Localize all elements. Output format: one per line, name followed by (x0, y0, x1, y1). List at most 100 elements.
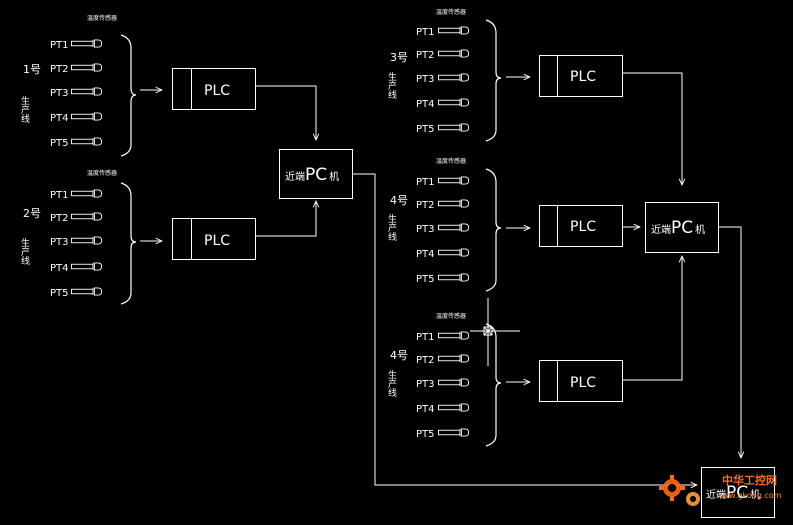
line-number: 4号 (390, 349, 408, 362)
watermark-title: 中华工控网 (722, 473, 777, 487)
sensor-icon (71, 63, 103, 72)
line-name: 生产线 (386, 213, 397, 241)
sensor-header: 温度传感器 (436, 312, 466, 320)
sensor-label-pt2: PT2 (50, 64, 69, 75)
sensor-icon (438, 73, 470, 82)
group-brace (485, 168, 502, 292)
sensor-group-3: 温度传感器 3号 生产线 PT1 PT2 PT3 PT4 PT5 (386, 8, 502, 142)
line-label: 4号 生产线 (386, 349, 408, 397)
line-label: 2号 生产线 (19, 207, 41, 265)
connector-arrow (622, 256, 682, 381)
line-number: 3号 (390, 51, 408, 64)
cad-crosshair-cursor (470, 298, 520, 366)
sensor-label-pt3: PT3 (416, 379, 435, 390)
connectors (255, 72, 741, 485)
line-number: 1号 (23, 63, 41, 76)
sensor-icon (71, 87, 103, 96)
sensor-icon (438, 331, 470, 340)
sensor-icon (438, 248, 470, 257)
sensor-label-pt2: PT2 (416, 355, 435, 366)
plc-label: PLC (204, 233, 230, 249)
sensor-label-pt5: PT5 (416, 274, 435, 285)
sensor-icon (71, 236, 103, 245)
connector-arrow (255, 201, 316, 237)
sensor-icon (71, 189, 103, 198)
sensor-label-pt4: PT4 (50, 263, 69, 274)
sensor-icon (438, 123, 470, 132)
sensor-label-pt1: PT1 (416, 27, 435, 38)
connector-arrow (352, 173, 697, 485)
sensor-label-pt4: PT4 (416, 404, 435, 415)
sensor-icon (71, 39, 103, 48)
sensor-icon (71, 212, 103, 221)
sensor-icon (438, 273, 470, 282)
sensor-icon (71, 287, 103, 296)
sensor-label-pt2: PT2 (416, 50, 435, 61)
plc-box-4: PLC (539, 205, 623, 247)
sensor-icon (71, 137, 103, 146)
group-brace (120, 34, 137, 157)
plc-box-3: PLC (539, 55, 623, 97)
line-label: 3号 生产线 (386, 51, 408, 99)
plc-box-2: PLC (172, 218, 256, 260)
sensor-label-pt5: PT5 (50, 288, 69, 299)
connector-arrow (718, 226, 741, 458)
sensor-label-pt1: PT1 (50, 190, 69, 201)
sensor-group-4: 温度传感器 4号 生产线 PT1 PT2 PT3 PT4 PT5 (386, 157, 502, 292)
sensor-group-5: 温度传感器 4号 生产线 PT1 PT2 PT3 PT4 PT5 (386, 298, 520, 447)
sensor-icon (438, 223, 470, 232)
sensor-label-pt5: PT5 (50, 138, 69, 149)
sensor-icon (438, 176, 470, 185)
plc-label: PLC (570, 69, 596, 85)
sensor-label-pt3: PT3 (416, 74, 435, 85)
sensor-group-2: 温度传感器 2号 生产线 PT1 PT2 PT3 PT4 PT5 (19, 169, 137, 305)
sensor-icon (438, 199, 470, 208)
sensor-icon (71, 262, 103, 271)
sensor-icon (438, 378, 470, 387)
sensor-label-pt4: PT4 (416, 249, 435, 260)
sensor-label-pt2: PT2 (416, 200, 435, 211)
plc-box-1: PLC (172, 68, 256, 110)
sensor-icon (438, 403, 470, 412)
group-brace (120, 182, 137, 305)
sensor-label-pt5: PT5 (416, 429, 435, 440)
gear-icon (686, 492, 700, 506)
connector-arrow (255, 85, 316, 140)
line-number: 4号 (390, 194, 408, 207)
plc-box-5: PLC (539, 360, 623, 402)
sensor-group-1: 温度传感器 1号 生产线 PT1 PT2 PT3 PT4 PT5 (19, 14, 137, 157)
sensor-icon (438, 26, 470, 35)
sensor-label-pt4: PT4 (416, 99, 435, 110)
sensor-label-pt1: PT1 (416, 332, 435, 343)
watermark-url: www.gkong.com (716, 491, 782, 500)
sensor-label-pt1: PT1 (416, 177, 435, 188)
plc-label: PLC (570, 375, 596, 391)
sensor-label-pt2: PT2 (50, 213, 69, 224)
sensor-header: 温度传感器 (87, 169, 117, 177)
line-label: 1号 生产线 (19, 63, 41, 123)
sensor-icon (438, 354, 470, 363)
sensor-icon (438, 428, 470, 437)
gear-icon (659, 475, 685, 501)
input-arrows (140, 77, 530, 382)
line-number: 2号 (23, 207, 41, 220)
sensor-label-pt4: PT4 (50, 113, 69, 124)
watermark: 中华工控网 www.gkong.com (659, 473, 782, 506)
line-label: 4号 生产线 (386, 194, 408, 241)
plc-label: PLC (570, 219, 596, 235)
sensor-icon (438, 49, 470, 58)
line-name: 生产线 (386, 71, 397, 99)
sensor-label-pt3: PT3 (416, 224, 435, 235)
sensor-label-pt3: PT3 (50, 88, 69, 99)
line-name: 生产线 (19, 237, 30, 265)
plc-label: PLC (204, 83, 230, 99)
line-name: 生产线 (386, 369, 397, 397)
sensor-header: 温度传感器 (436, 157, 466, 165)
